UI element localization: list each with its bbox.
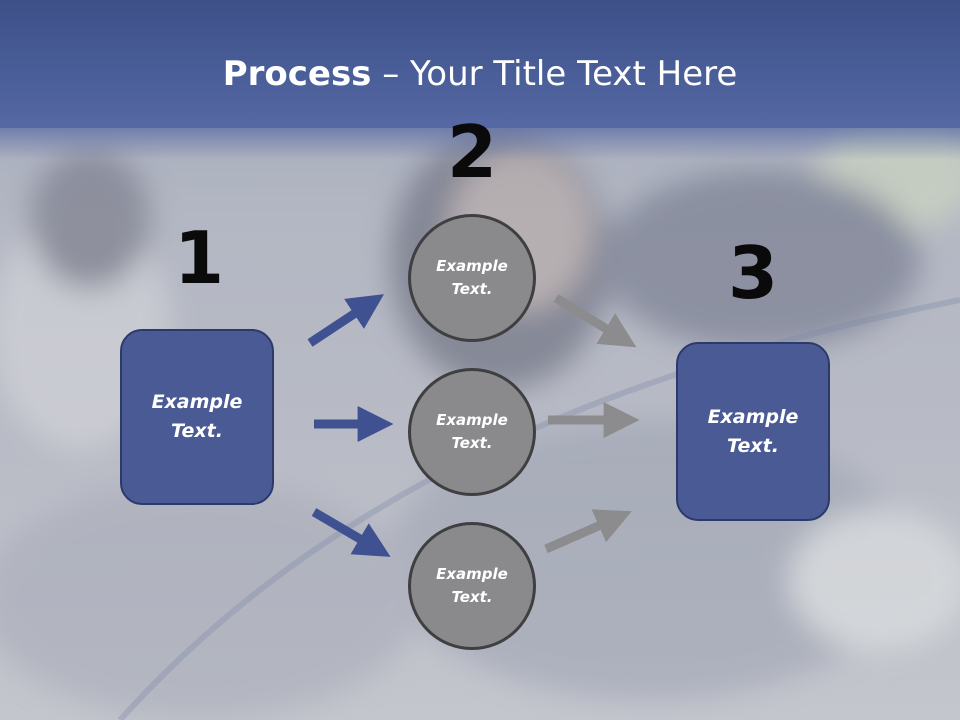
step-number-2: 2 — [446, 110, 498, 194]
step-number-3: 3 — [727, 231, 779, 315]
process-circle-2-label: Example Text. — [436, 411, 508, 452]
process-box-right-label: Example Text. — [707, 405, 799, 457]
process-box-right: Example Text. — [676, 342, 830, 521]
arrow-to-circle-1 — [307, 294, 385, 347]
process-circle-1-label: Example Text. — [436, 257, 508, 298]
arrow-from-circle-3 — [544, 509, 632, 554]
arrow-from-circle-1 — [553, 294, 637, 348]
title-bold: Process — [222, 54, 372, 94]
process-circle-3: Example Text. — [408, 522, 536, 650]
process-circle-3-label: Example Text. — [436, 565, 508, 606]
process-circle-2: Example Text. — [408, 368, 536, 496]
slide-title: Process – Your Title Text Here — [0, 52, 960, 96]
arrow-to-circle-3 — [311, 508, 391, 557]
title-bar-fade — [0, 120, 960, 160]
title-bar — [0, 0, 960, 128]
process-box-left-label: Example Text. — [151, 391, 243, 442]
step-number-1: 1 — [173, 216, 225, 300]
process-circle-1: Example Text. — [408, 214, 536, 342]
title-rest: – Your Title Text Here — [371, 54, 738, 94]
process-box-left: Example Text. — [120, 329, 274, 505]
